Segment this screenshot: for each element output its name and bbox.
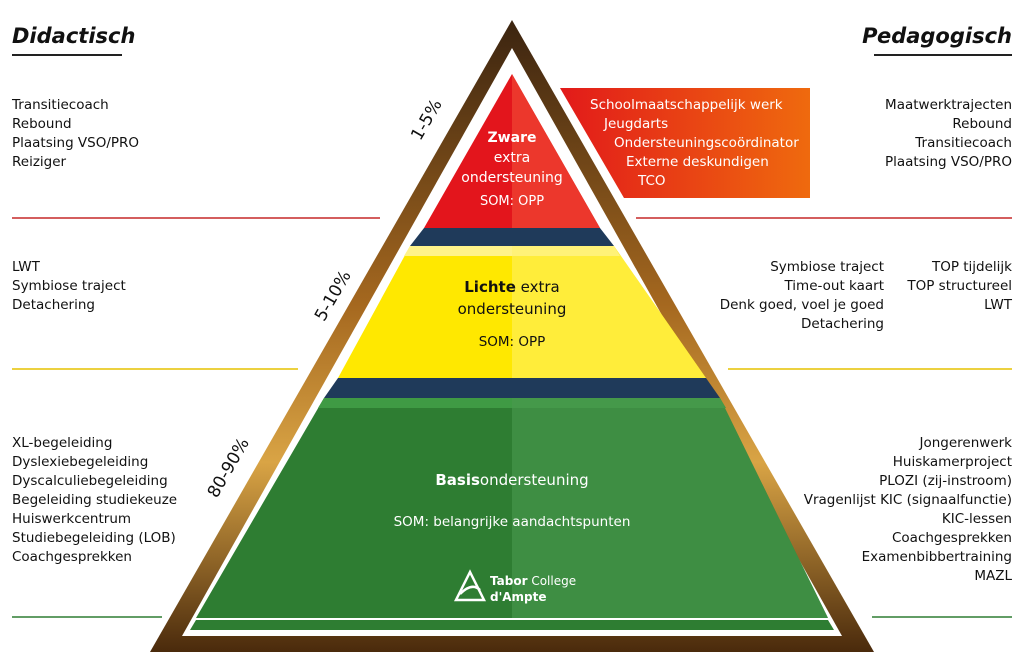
list-item: Transitiecoach [12, 97, 109, 113]
list-item: Denk goed, voel je goed [719, 297, 884, 313]
list-item: Huiskamerproject [892, 454, 1012, 470]
orange-box-item: TCO [638, 173, 666, 189]
tier-top-label: Zware extra ondersteuning [452, 128, 572, 188]
orange-box-shape [560, 88, 810, 198]
list-item: Reiziger [12, 154, 67, 170]
list-item: LWT [12, 259, 40, 275]
list-item: TOP tijdelijk [931, 259, 1012, 275]
list-item: PLOZI (zij-instroom) [879, 473, 1012, 489]
list-item: Plaatsing VSO/PRO [12, 135, 140, 151]
list-item: LWT [984, 297, 1012, 313]
list-item: Huiswerkcentrum [12, 511, 132, 527]
list-item: XL-begeleiding [12, 435, 113, 451]
orange-box-item: Schoolmaatschappelijk werk [590, 97, 783, 113]
list-item: Jongerenwerk [919, 435, 1012, 451]
tier-bottom-som: SOM: belangrijke aandachtspunten [393, 514, 631, 530]
header-didactisch: Didactisch [12, 24, 136, 48]
logo: Tabor College d'Ampte [490, 573, 576, 605]
tier-bottom-title-rest: ondersteuning [479, 471, 589, 489]
list-item: Transitiecoach [915, 135, 1012, 151]
tier-bottom-shade [512, 398, 828, 618]
orange-box-item: Jeugdarts [604, 116, 669, 132]
navy-slab-middle [324, 378, 720, 398]
right-list-bottom: Jongerenwerk Huiskamerproject PLOZI (zij… [804, 434, 1012, 586]
list-item: Detachering [12, 297, 95, 313]
tier-top-line3: ondersteuning [461, 170, 563, 186]
tier-top-shade [512, 74, 600, 228]
header-didactisch-underline [12, 54, 122, 56]
list-item: Symbiose traject [12, 278, 126, 294]
tier-bottom-title: Basis [435, 471, 480, 489]
orange-box-item: Externe deskundigen [626, 154, 769, 170]
list-item: Detachering [801, 316, 884, 332]
list-item: Examenbibbertraining [861, 549, 1012, 565]
tier-top-title: Zware [487, 130, 537, 146]
tier-middle-title: Lichte [464, 278, 516, 296]
tier-middle-som: SOM: OPP [478, 334, 546, 350]
tabor-logo-icon [453, 569, 487, 602]
list-item: Coachgesprekken [892, 530, 1012, 546]
left-list-top: Transitiecoach Rebound Plaatsing VSO/PRO… [12, 96, 139, 172]
tier-middle-label: Lichte extra ondersteuning [412, 276, 612, 320]
header-pedagogisch: Pedagogisch [862, 24, 1012, 48]
navy-slab-top [410, 228, 614, 246]
list-item: MAZL [974, 568, 1012, 584]
list-item: Rebound [12, 116, 72, 132]
left-list-middle: LWT Symbiose traject Detachering [12, 258, 126, 315]
list-item: TOP structureel [907, 278, 1012, 294]
logo-name: Tabor [490, 574, 528, 588]
logo-name-rest: College [527, 574, 577, 588]
right-list-top: Maatwerktrajecten Rebound Transitiecoach… [885, 96, 1012, 172]
left-list-bottom: XL-begeleiding Dyslexiebegeleiding Dysca… [12, 434, 177, 567]
list-item: Begeleiding studiekeuze [12, 492, 178, 508]
list-item: Rebound [952, 116, 1012, 132]
tier-top-som: SOM: OPP [479, 194, 545, 209]
tier-top-line2: extra [493, 150, 531, 166]
list-item: KIC-lessen [941, 511, 1012, 527]
list-item: Studiebegeleiding (LOB) [12, 530, 176, 546]
list-item: Coachgesprekken [12, 549, 132, 565]
right-list-middle-b: TOP tijdelijk TOP structureel LWT [907, 258, 1012, 315]
header-pedagogisch-underline [874, 54, 1012, 56]
logo-subtitle: d'Ampte [490, 590, 547, 604]
list-item: Vragenlijst KIC (signaalfunctie) [803, 492, 1012, 508]
list-item: Time-out kaart [784, 278, 884, 294]
list-item: Plaatsing VSO/PRO [884, 154, 1012, 170]
list-item: Maatwerktrajecten [885, 97, 1012, 113]
list-item: Symbiose traject [770, 259, 884, 275]
list-item: Dyslexiebegeleiding [12, 454, 149, 470]
tier-middle-line2: ondersteuning [457, 300, 567, 318]
tier-middle-shade [512, 246, 706, 378]
list-item: Dyscalculiebegeleiding [12, 473, 168, 489]
green-base-slab [190, 620, 834, 630]
orange-box-item: Ondersteuningscoördinator [614, 135, 799, 151]
right-list-middle-a: Symbiose traject Time-out kaart Denk goe… [720, 258, 884, 334]
tier-bottom-label: Basisondersteuning [392, 470, 632, 490]
tier-middle-title-rest: extra [515, 278, 560, 296]
